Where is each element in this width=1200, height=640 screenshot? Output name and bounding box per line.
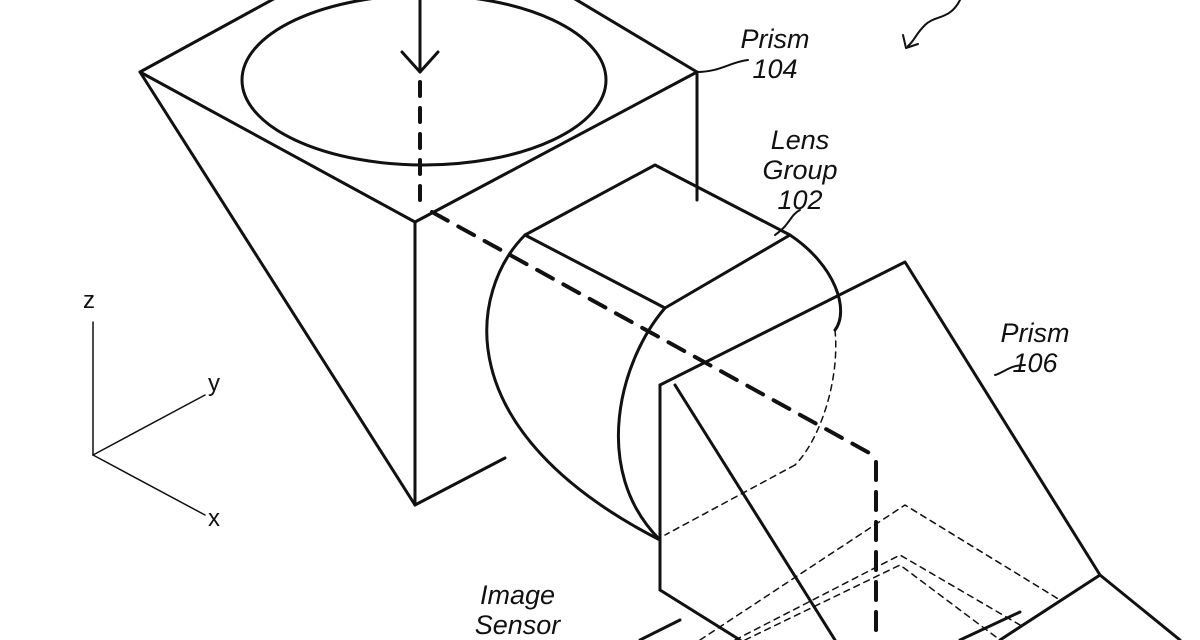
light-path	[400, 0, 878, 640]
prism-106	[658, 260, 1182, 640]
axis-z-label: z	[83, 287, 95, 314]
leader-prism-106	[994, 364, 1026, 376]
prism-104	[138, 0, 699, 507]
leader-lens-group	[774, 209, 801, 236]
lens-group-102	[485, 163, 843, 542]
leader-prism-104	[696, 59, 749, 73]
axis-x-label: x	[208, 505, 220, 532]
coordinate-axes	[92, 321, 206, 516]
image-sensor	[638, 504, 1061, 640]
figure-reference-arrow	[902, 0, 961, 49]
axis-y-label: y	[208, 370, 220, 397]
